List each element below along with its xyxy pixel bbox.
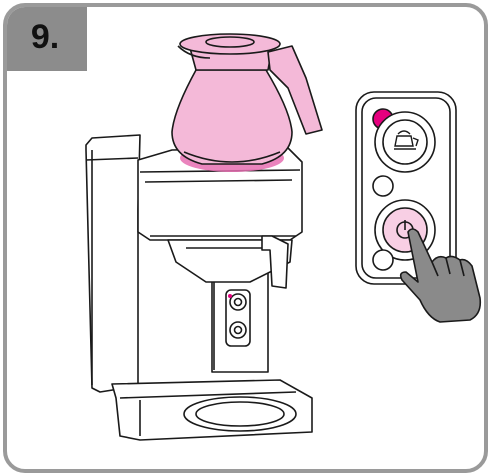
coffee-machine bbox=[86, 135, 312, 440]
machine-back-tower bbox=[86, 135, 140, 392]
coffee-carafe-icon bbox=[172, 34, 322, 172]
control-panel-zoom bbox=[356, 92, 456, 284]
carafe-body bbox=[172, 70, 292, 164]
warmer-indicator-small bbox=[373, 176, 393, 196]
brew-indicator-small bbox=[373, 250, 393, 270]
